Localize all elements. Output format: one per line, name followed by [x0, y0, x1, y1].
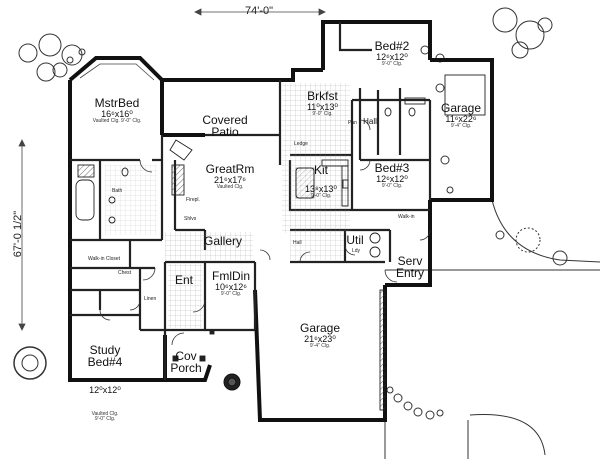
room-dims: 21⁶x17⁶: [214, 174, 246, 185]
room-ceiling: 9'-0" Clg.: [381, 183, 403, 190]
room-name: Garage: [299, 321, 341, 335]
room-ceiling: 9'-0" Clg.: [310, 193, 332, 200]
room-dims: 16⁶x16⁰: [101, 108, 133, 119]
room-dims: 11⁶x22⁶: [445, 113, 477, 124]
room-name: Kit: [313, 163, 328, 177]
room-kit: Kit 13⁸x13⁰ 9'-0" Clg.: [296, 164, 346, 199]
room-bed2: Bed#2 12⁶x12⁰ 9'-0" Clg.: [362, 40, 422, 67]
tile-floors: [105, 83, 350, 328]
label-shelves: Shlvs: [184, 216, 197, 222]
room-brkfst: Brkfst 11⁰x13⁰ 9'-0" Clg.: [295, 90, 350, 117]
room-name: Hall: [363, 117, 377, 126]
room-name: Study Bed#4: [87, 342, 123, 370]
label-bath: Bath: [112, 188, 123, 194]
room-bed3: Bed#3 12⁶x12⁰ 9'-0" Clg.: [362, 162, 422, 189]
room-dims: 13⁸x13⁰: [305, 183, 337, 194]
room-util: Util: [340, 234, 370, 247]
dimension-lines: [18, 8, 326, 331]
depth-dimension: 67'-0 1/2": [12, 210, 24, 258]
room-ent: Ent: [170, 274, 198, 287]
label-linen: Linen: [144, 296, 157, 302]
shrubs-along-left: [66, 45, 454, 194]
room-ceiling: Vaulted Clg. 9'-0" Clg.: [92, 118, 142, 125]
room-garage-side: Garage 11⁶x22⁶ 9'-4" Clg.: [430, 102, 492, 129]
label-walkin-closet: Walk-in Closet: [88, 256, 121, 262]
room-ceiling: 9'-0" Clg.: [220, 291, 242, 298]
bay-window: [79, 63, 155, 81]
width-dimension: 74'-0": [245, 5, 274, 17]
fixtures: [75, 74, 486, 411]
room-dims: 12⁰x12⁰: [89, 384, 121, 395]
room-name: Brkfst: [307, 89, 338, 103]
room-dims: 11⁰x13⁰: [306, 101, 339, 112]
room-name: Ent: [174, 273, 193, 287]
room-name: Serv Entry: [395, 253, 424, 281]
room-dims: 10⁶x12⁶: [215, 281, 247, 292]
room-dims: 12⁶x12⁰: [376, 173, 408, 184]
room-ceiling: Vaulted Clg. 9'-0" Clg.: [91, 411, 119, 423]
room-name: Garage: [440, 101, 482, 115]
room-greatrm: GreatRm 21⁶x17⁶ Vaulted Clg.: [195, 163, 265, 190]
room-name: Cov Porch: [170, 348, 202, 376]
label-walkin: Walk-in: [398, 214, 415, 220]
room-name: Bed#3: [374, 161, 410, 175]
room-serv-entry: Serv Entry: [392, 238, 428, 297]
label-fireplace: Firepl.: [186, 197, 200, 203]
exterior-walls: [68, 20, 494, 422]
label-ledge: Ledge: [294, 141, 308, 147]
room-name: Covered Patio: [202, 112, 248, 140]
room-name: Bed#2: [374, 39, 410, 53]
room-name: Util: [346, 233, 364, 247]
room-garage-main: Garage 21⁶x23⁰ 9'-4" Clg.: [280, 322, 360, 349]
shrubs-garage-front: [386, 386, 444, 420]
tub-icon: [75, 179, 95, 221]
room-fmldin: FmlDin 10⁶x12⁶ 9'-0" Clg.: [208, 270, 254, 297]
landscaping: [13, 7, 568, 420]
room-name: GreatRm: [205, 162, 255, 176]
tree-right: [495, 227, 568, 266]
label-pan: Pan: [348, 120, 357, 126]
label-hall2: Hall: [293, 240, 302, 246]
room-gallery: Gallery: [198, 235, 248, 248]
room-covered-patio: Covered Patio: [190, 97, 260, 156]
tree-topleft: [18, 33, 83, 82]
room-name: FmlDin: [212, 269, 250, 283]
room-ceiling: 9'-4" Clg.: [309, 343, 331, 350]
tree-topright: [492, 7, 553, 59]
fireplace-icon: [171, 164, 185, 196]
shrub-entry: [223, 373, 241, 391]
room-ceiling: Vaulted Clg.: [216, 184, 244, 191]
label-ldy: Ldy: [352, 248, 361, 254]
room-dims: 12⁶x12⁰: [376, 51, 408, 62]
room-mstrbed: MstrBed 16⁶x16⁰ Vaulted Clg. 9'-0" Clg.: [82, 97, 152, 124]
shrub-bottomleft: [13, 346, 47, 380]
room-name: MstrBed: [94, 96, 140, 110]
room-cov-porch: Cov Porch: [168, 333, 204, 392]
room-ceiling: 9'-0" Clg.: [381, 61, 403, 68]
room-dims: 21⁶x23⁰: [304, 333, 336, 344]
room-ceiling: 9'-4" Clg.: [450, 123, 472, 130]
room-ceiling: 9'-0" Clg.: [312, 111, 333, 118]
room-study-bed4: Study Bed#4 12⁰x12⁰ Vaulted Clg. 9'-0" C…: [76, 327, 134, 439]
label-chest: Chest: [118, 270, 132, 276]
room-hall: Hall: [360, 117, 380, 126]
room-name: Gallery: [203, 234, 242, 248]
